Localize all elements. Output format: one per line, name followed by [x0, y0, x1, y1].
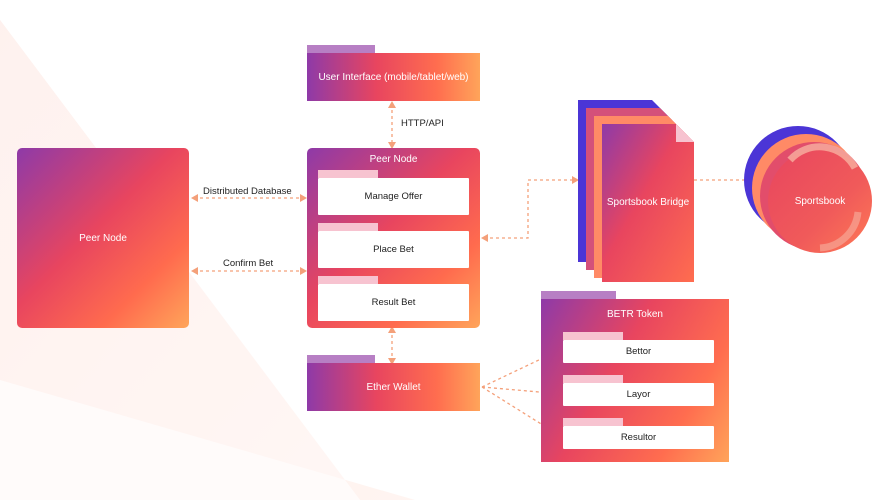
user-interface-box: User Interface (mobile/tablet/web)	[307, 53, 480, 101]
betr-token-tab	[541, 291, 616, 299]
betr-token-label: BETR Token	[607, 309, 663, 320]
resultor-tab	[563, 418, 623, 426]
manage-offer-tab	[318, 170, 378, 178]
distributed-database-label: Distributed Database	[203, 186, 292, 197]
place-bet-tab	[318, 223, 378, 231]
confirm-bet-label: Confirm Bet	[223, 258, 274, 269]
result-bet-tab	[318, 276, 378, 284]
manage-offer-card: Manage Offer	[318, 178, 469, 215]
sportsbook-label: Sportsbook	[794, 196, 846, 207]
sportsbook-bridge-label: Sportsbook Bridge	[606, 197, 690, 208]
ether-wallet-label: Ether Wallet	[366, 381, 421, 393]
layor-tab	[563, 375, 623, 383]
user-interface-label: User Interface (mobile/tablet/web)	[318, 71, 469, 83]
layor-card: Layor	[563, 383, 714, 406]
wallet-tab	[307, 355, 375, 363]
peer-node-left: Peer Node	[17, 148, 189, 328]
bettor-card: Bettor	[563, 340, 714, 363]
ether-wallet-box: Ether Wallet	[307, 363, 480, 411]
result-bet-card: Result Bet	[318, 284, 469, 321]
resultor-card: Resultor	[563, 426, 714, 449]
peer-node-left-label: Peer Node	[79, 232, 127, 244]
ui-tab	[307, 45, 375, 53]
bettor-tab	[563, 332, 623, 340]
http-api-label: HTTP/API	[401, 118, 444, 129]
bridge-link-line	[484, 179, 576, 239]
place-bet-card: Place Bet	[318, 231, 469, 268]
peer-node-main-label: Peer Node	[369, 154, 418, 165]
